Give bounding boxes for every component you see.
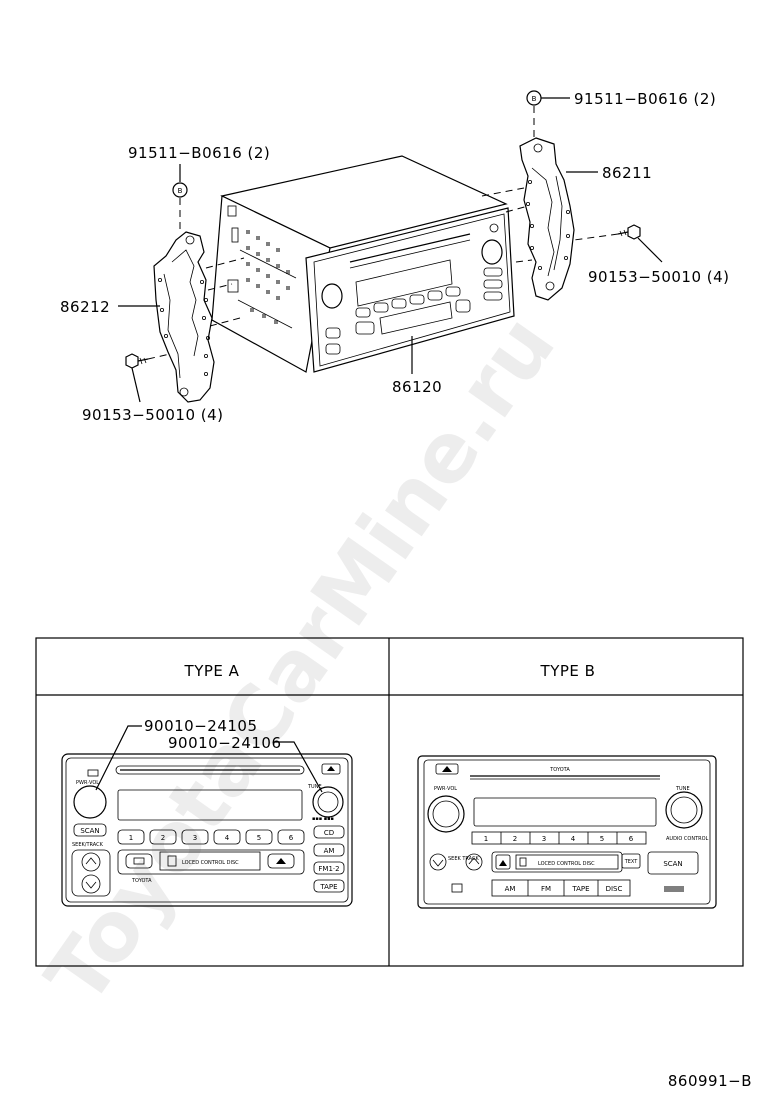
svg-text:2: 2 <box>161 834 165 842</box>
type-b-am-button[interactable]: AM <box>505 885 516 893</box>
svg-text:6: 6 <box>289 834 294 842</box>
type-b-disc-button[interactable]: DISC <box>606 885 623 893</box>
type-a-pwr-vol: PWR·VOL <box>76 780 99 786</box>
svg-text:AM: AM <box>324 847 335 855</box>
radio-unit-86120[interactable] <box>211 155 515 373</box>
callout-91511-left: 91511−B0616 (2) <box>128 144 270 162</box>
type-a-presets[interactable]: 1 2 3 4 5 6 <box>117 829 305 845</box>
svg-text:CD: CD <box>324 829 334 837</box>
type-a-header: TYPE A <box>184 662 240 680</box>
type-b-seek-up[interactable] <box>465 853 483 871</box>
callout-90010-24105: 90010−24105 <box>144 717 258 735</box>
type-b-faceplate[interactable]: TOYOTA PWR·VOL TUNE 1 2 3 4 5 6 AUDIO CO… <box>417 755 717 909</box>
svg-text:B: B <box>532 95 537 103</box>
bracket-right-86211[interactable] <box>519 137 575 301</box>
screw-left[interactable] <box>125 353 149 369</box>
screw-right[interactable] <box>617 224 641 240</box>
type-a-scan-button[interactable] <box>73 823 107 837</box>
type-a-cd-button[interactable] <box>313 825 345 839</box>
callout-91511-right: 91511−B0616 (2) <box>574 90 716 108</box>
callout-86120: 86120 <box>392 378 442 396</box>
type-a-seek-track: SEEK/TRACK <box>72 842 104 848</box>
type-b-presets[interactable]: 1 2 3 4 5 6 <box>471 831 647 845</box>
marker-b-left: B <box>172 182 188 198</box>
svg-text:4: 4 <box>225 834 230 842</box>
svg-text:B: B <box>178 187 183 195</box>
svg-text:FM1·2: FM1·2 <box>318 865 339 873</box>
svg-text:2: 2 <box>513 835 517 843</box>
svg-text:SCAN: SCAN <box>663 860 682 868</box>
bracket-left-86212[interactable] <box>153 231 215 403</box>
svg-text:3: 3 <box>542 835 546 843</box>
type-b-tape-button[interactable]: TAPE <box>571 885 589 893</box>
svg-text:▪▪▪ ▪▪▪: ▪▪▪ ▪▪▪ <box>312 816 334 822</box>
type-b-door-text: LOCED CONTROL DISC <box>538 861 595 867</box>
type-a-faceplate[interactable]: PWR·VOL TUNE 1 2 3 4 5 6 SCAN SEEK/TRACK <box>61 753 353 907</box>
callout-90010-24106: 90010−24106 <box>168 734 282 752</box>
type-a-tape-button[interactable] <box>313 879 345 893</box>
svg-text:TEXT: TEXT <box>624 859 639 865</box>
type-b-brand: TOYOTA <box>549 767 570 773</box>
svg-text:SCAN: SCAN <box>80 827 99 835</box>
callout-90153-right: 90153−50010 (4) <box>588 268 730 286</box>
type-b-seek-track: SEEK TRACK <box>448 856 480 862</box>
type-a-tune-knob[interactable] <box>312 786 344 818</box>
type-b-audio-control: AUDIO CONTROL <box>666 836 709 842</box>
type-b-fm-button[interactable]: FM <box>541 885 551 893</box>
type-a-door-text: LOCED CONTROL DISC <box>182 860 239 866</box>
svg-text:6: 6 <box>629 835 634 843</box>
leader-lines <box>118 97 663 403</box>
type-a-brand: TOYOTA <box>131 878 152 884</box>
type-a-knob-callouts: 90010−24105 90010−24106 <box>95 717 323 793</box>
diagram-id: 860991−B <box>668 1072 752 1090</box>
type-a-pwr-knob[interactable] <box>73 785 107 819</box>
type-b-seek-down[interactable] <box>429 853 447 871</box>
exploded-view: B B 91511−B <box>60 90 730 424</box>
type-table: TYPE A TYPE B <box>35 637 744 967</box>
type-a-tune: TUNE <box>307 784 322 790</box>
svg-text:5: 5 <box>600 835 604 843</box>
type-a-fm-button[interactable] <box>313 861 345 875</box>
callout-86211: 86211 <box>602 164 652 182</box>
type-b-header: TYPE B <box>540 662 596 680</box>
type-a-am-button[interactable] <box>313 843 345 857</box>
svg-text:3: 3 <box>193 834 197 842</box>
type-b-tune-knob[interactable] <box>665 791 703 829</box>
marker-b-right: B <box>526 90 542 106</box>
type-b-text-button[interactable] <box>621 853 641 869</box>
type-b-pwr-vol: PWR·VOL <box>434 786 457 792</box>
assembly-lines <box>147 106 619 360</box>
svg-text:1: 1 <box>484 835 488 843</box>
type-b-scan-button[interactable] <box>647 851 699 875</box>
callout-90153-left: 90153−50010 (4) <box>82 406 224 424</box>
svg-text:5: 5 <box>257 834 261 842</box>
type-a-seek-down[interactable] <box>81 874 101 894</box>
callout-86212: 86212 <box>60 298 110 316</box>
svg-text:TAPE: TAPE <box>319 883 337 891</box>
type-b-tune: TUNE <box>675 786 690 792</box>
type-a-seek-up[interactable] <box>81 852 101 872</box>
svg-text:4: 4 <box>571 835 576 843</box>
svg-text:1: 1 <box>129 834 133 842</box>
